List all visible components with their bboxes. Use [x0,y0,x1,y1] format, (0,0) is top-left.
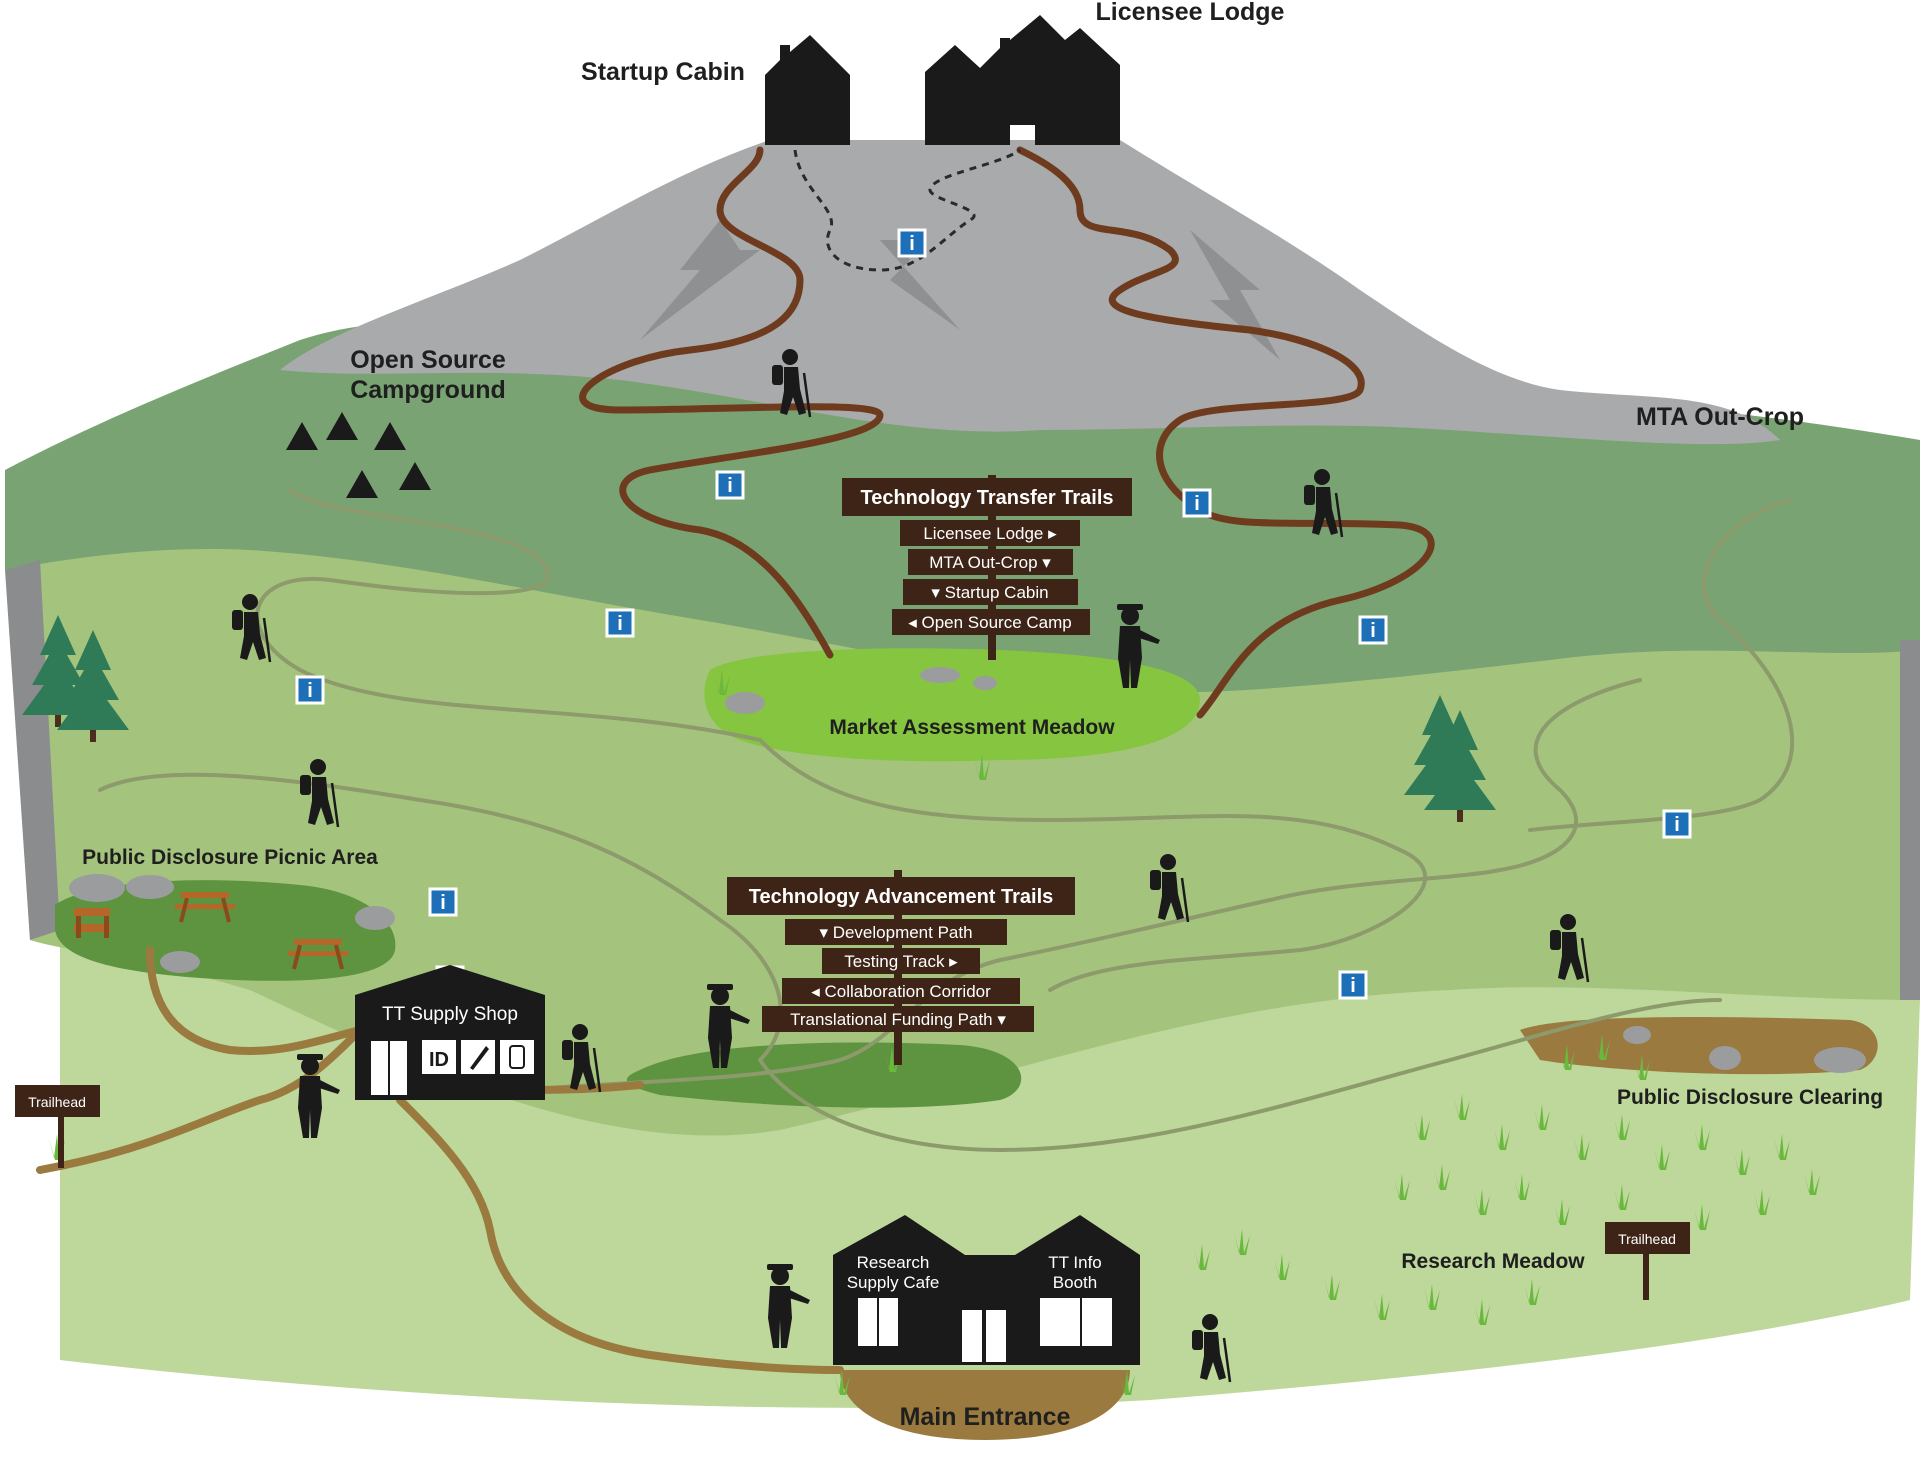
cabin-dashed-trail [793,148,1021,272]
advancement-sign-translational-funding-path: Translational Funding Path ▾ [790,1010,1006,1029]
market-meadow [704,648,1200,762]
trailhead-label: Trailhead [28,1094,86,1110]
transfer-sign-licensee-lodge: Licensee Lodge ▸ [923,524,1057,543]
info-icon[interactable]: i [1182,488,1212,518]
main-entrance-building[interactable]: Research Supply Cafe TT Info Booth [833,1215,1140,1365]
open-source-label-line2: Campground [350,376,506,404]
svg-text:i: i [1194,493,1200,515]
svg-text:i: i [307,680,313,702]
trailhead-sign-left[interactable]: Trailhead [15,1085,100,1168]
startup-cabin-label: Startup Cabin [581,58,745,86]
market-meadow-label: Market Assessment Meadow [829,716,1115,739]
transfer-trails-signpost[interactable]: Technology Transfer Trails Licensee Lodg… [842,475,1132,660]
licensee-lodge-building [925,15,1120,145]
info-icon[interactable]: i [605,608,635,638]
supply-shop-building[interactable]: ID TT Supply Shop [355,965,545,1100]
mountain [280,140,1780,445]
transfer-sign-mta-outcrop: MTA Out-Crop ▾ [929,553,1051,572]
supply-shop-label: TT Supply Shop [382,1004,518,1025]
svg-text:i: i [1370,620,1376,642]
rock-face [640,220,760,340]
licensee-lodge-label: Licensee Lodge [1096,0,1285,26]
gold-paths [36,946,844,1374]
info-icon[interactable]: i [897,228,927,258]
cafe-label-line1: Research [857,1253,930,1272]
startup-cabin-building [765,35,850,145]
advancement-sign-development-path: ▾ Development Path [819,923,972,942]
canister-icon [509,1045,525,1069]
transfer-sign-startup-cabin: ▾ Startup Cabin [931,583,1048,602]
svg-text:i: i [727,475,733,497]
booth-label-line2: Booth [1053,1273,1097,1292]
main-entrance-ground [840,1370,1130,1440]
booth-label-line1: TT Info [1048,1253,1102,1272]
advancement-trails-signpost[interactable]: Technology Advancement Trails ▾ Developm… [727,870,1075,1065]
rock-face [1190,230,1280,360]
main-entrance-label: Main Entrance [900,1403,1071,1431]
advancement-sign-collaboration-corridor: ◂ Collaboration Corridor [811,982,991,1001]
svg-text:i: i [440,892,446,914]
supply-shop-id-icon: ID [429,1049,449,1071]
trailhead-sign-right[interactable]: Trailhead [1605,1222,1690,1300]
picnic-benches [74,890,350,971]
svg-text:i: i [1674,814,1680,836]
info-icon[interactable]: i [428,887,458,917]
picnic-area-label: Public Disclosure Picnic Area [82,846,378,869]
svg-text:i: i [617,613,623,635]
transfer-trails [579,146,1435,719]
trailhead-label: Trailhead [1618,1231,1676,1247]
advancement-sign-testing-track: Testing Track ▸ [844,952,958,971]
svg-text:i: i [1350,975,1356,997]
cliff-edge [1900,640,1920,1000]
info-icon[interactable]: i [1358,615,1388,645]
open-source-label-line1: Open Source [350,346,506,374]
info-icon[interactable]: i [1338,970,1368,1000]
transfer-sign-title: Technology Transfer Trails [860,487,1113,509]
cliff-edge [5,560,60,940]
disclosure-clearing-label: Public Disclosure Clearing [1617,1086,1883,1109]
info-icon[interactable]: i [295,675,325,705]
advancement-sign-title: Technology Advancement Trails [749,886,1054,908]
rocks [69,667,1866,1073]
research-meadow-label: Research Meadow [1401,1250,1585,1273]
info-icon[interactable]: i [1662,809,1692,839]
advancement-trails [98,488,1795,1153]
mta-outcrop-label: MTA Out-Crop [1636,403,1804,431]
svg-text:i: i [909,233,915,255]
disclosure-clearing-ground [1520,1017,1878,1075]
info-icon[interactable]: i [715,470,745,500]
transfer-sign-open-source-camp: ◂ Open Source Camp [908,613,1072,632]
cafe-label-line2: Supply Cafe [847,1273,940,1292]
flashlight-icon [470,1046,489,1070]
